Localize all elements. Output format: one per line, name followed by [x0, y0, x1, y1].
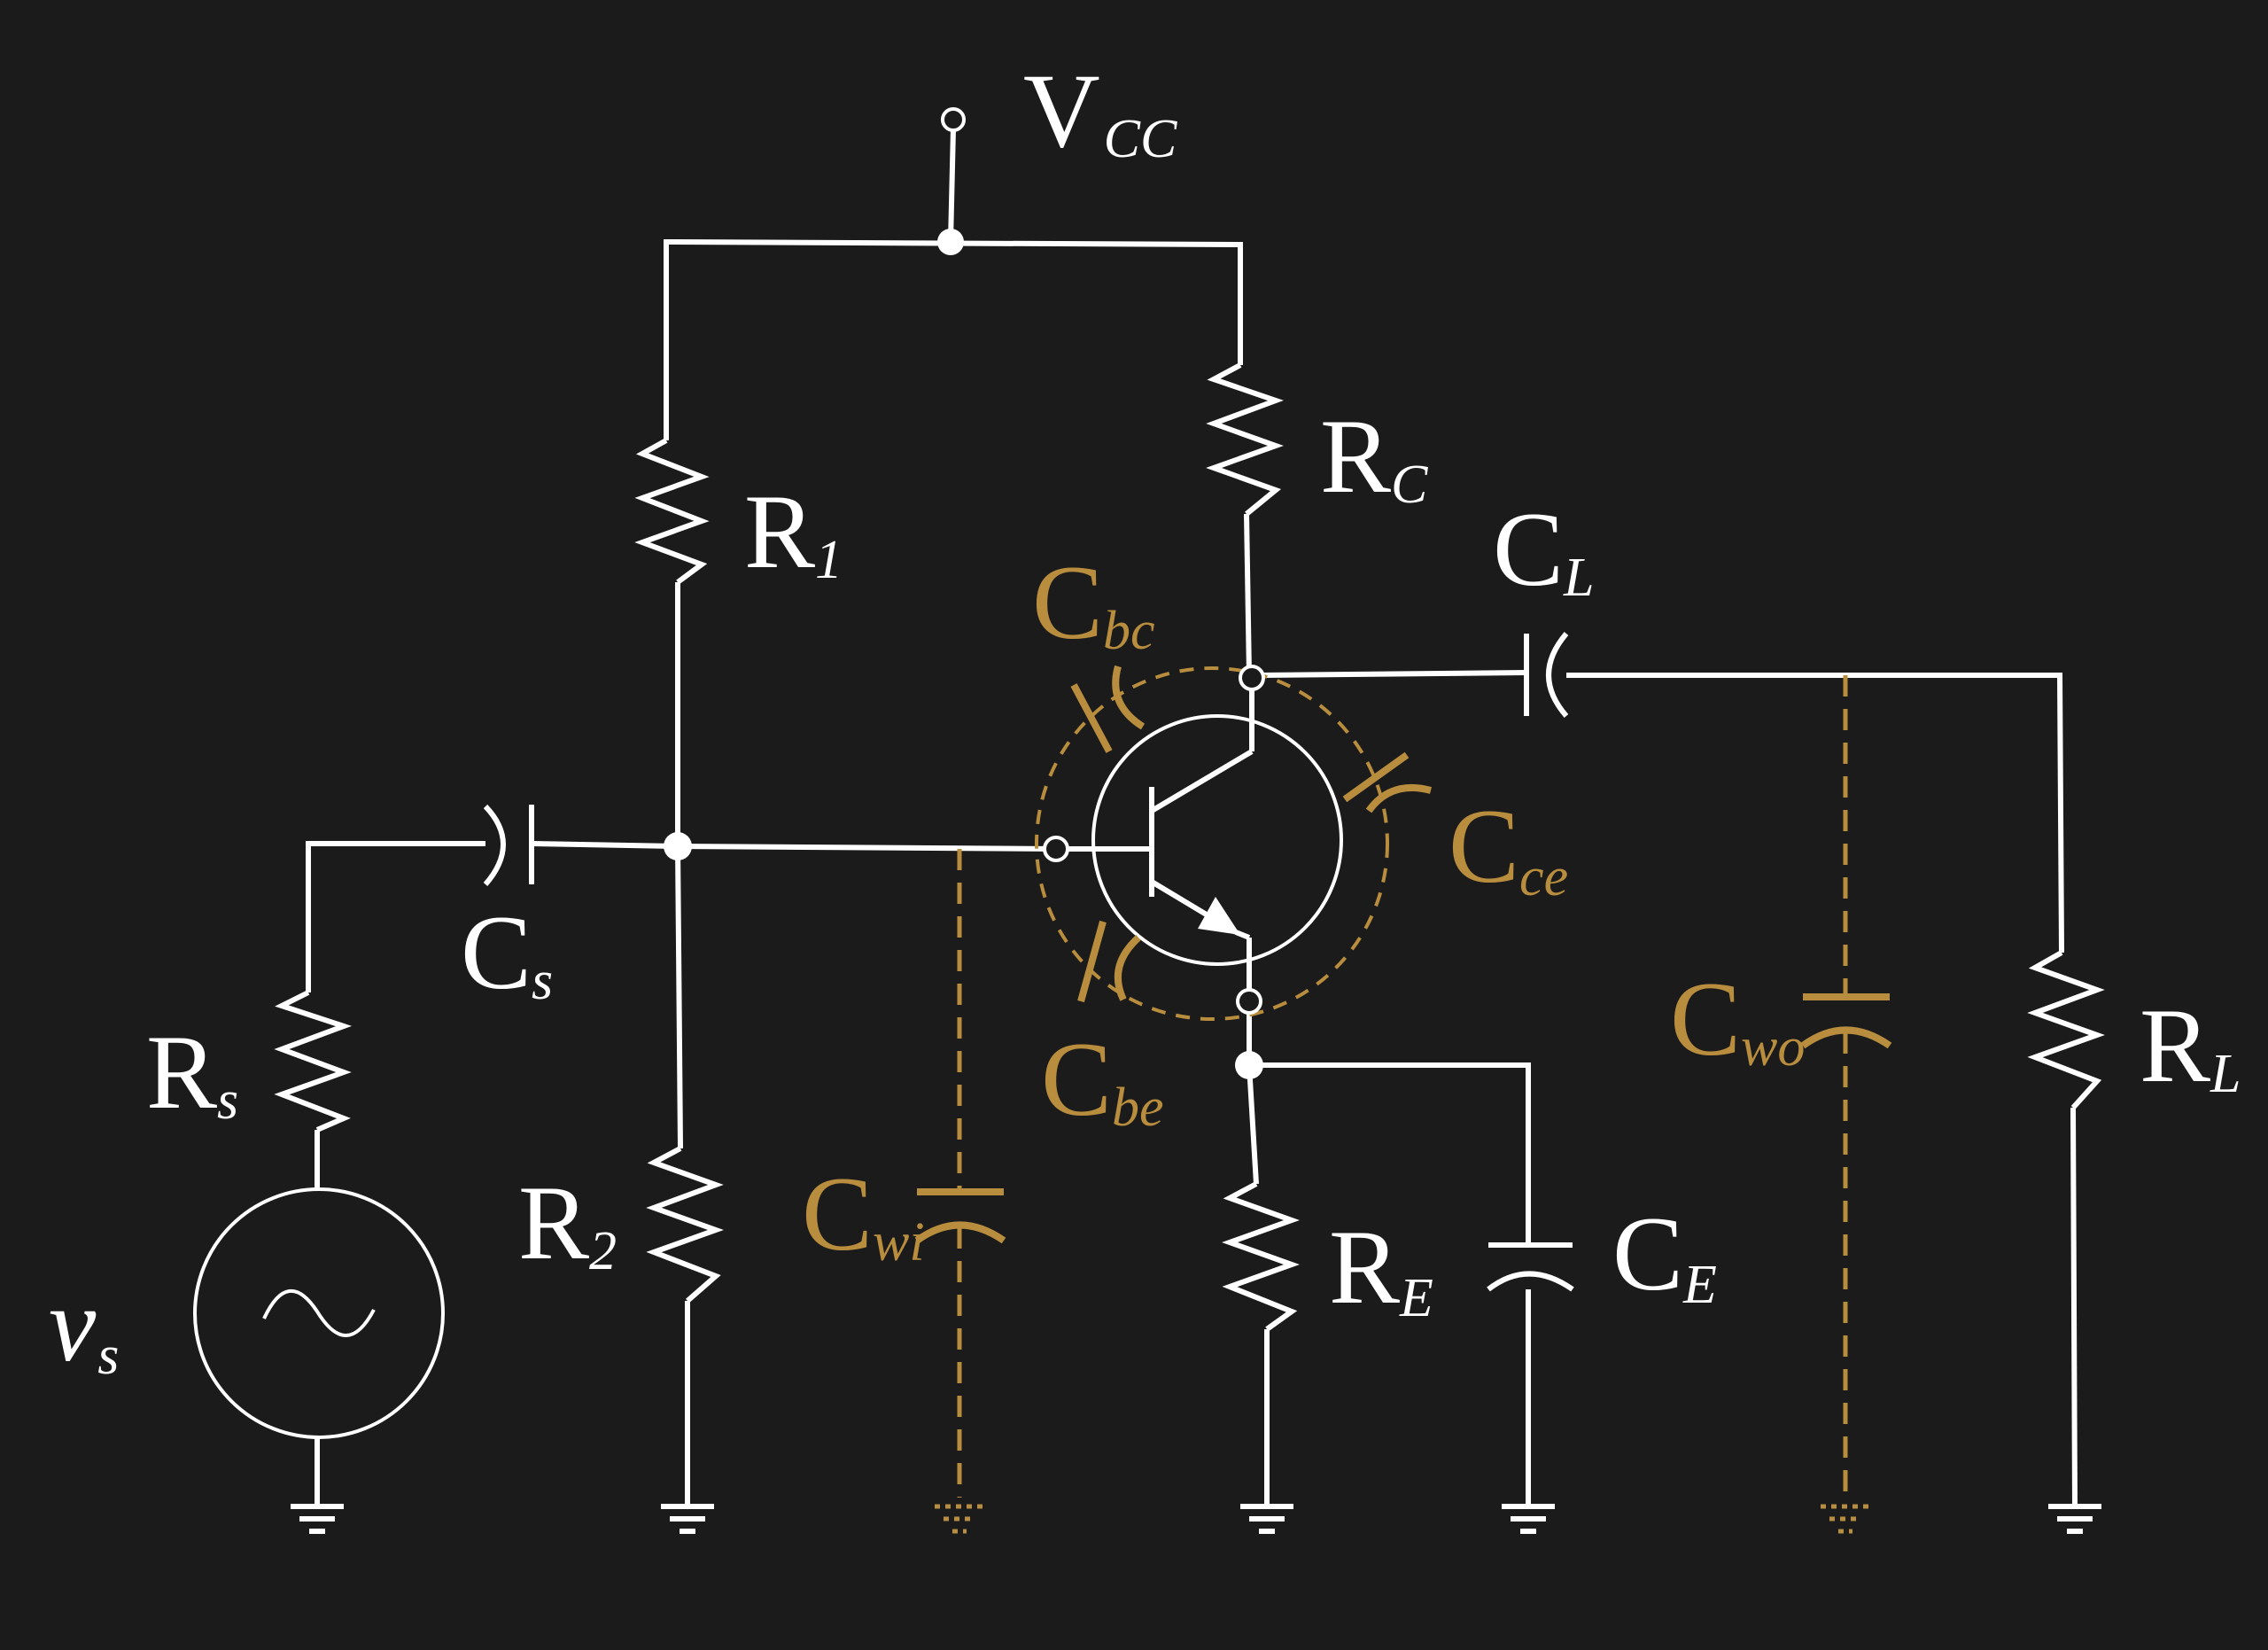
ground-icon	[291, 1504, 344, 1534]
collector-to-cl-wire	[1260, 670, 1527, 678]
cs-to-base-node-wire	[531, 841, 679, 849]
ac-voltage-source	[193, 1187, 445, 1439]
rc-to-collector-wire	[1244, 513, 1252, 676]
nodes	[664, 107, 1265, 1079]
label-cwi: Cwi	[802, 1155, 925, 1273]
emitter-to-ce-wire	[1249, 1062, 1531, 1245]
label-cce: Cce	[1449, 787, 1568, 907]
emitter-terminal	[1236, 988, 1262, 1015]
parasitic-cbc-flat-plate	[1070, 683, 1113, 753]
ground-icon	[661, 1504, 714, 1534]
label-cbe: Cbe	[1041, 1020, 1164, 1138]
label-r2: R2	[518, 1164, 617, 1281]
parasitic-cbe-curved-plate	[1114, 935, 1141, 1001]
bjt-transistor	[1068, 714, 1343, 966]
label-ce: CE	[1612, 1195, 1717, 1315]
parasitic-cbe-flat-plate	[1077, 920, 1107, 1003]
transistor-body-circle	[1091, 714, 1343, 966]
transistor-collector-arm	[1150, 749, 1254, 813]
cl-to-rl-wire	[1566, 673, 2064, 953]
capacitor-cl-curved-plate	[1546, 632, 1569, 718]
capacitor-cs-curved-plate	[483, 804, 506, 886]
label-vs: vs	[49, 1265, 119, 1386]
parasitic-cwo-curved-plate	[1800, 1026, 1892, 1049]
resistor-rc	[1206, 362, 1284, 517]
emitter-junction-dot	[1235, 1051, 1263, 1079]
label-vcc: VCC	[1023, 51, 1177, 169]
parasitic-boundary-circle	[1035, 666, 1389, 1021]
label-cs: Cs	[461, 893, 553, 1011]
transistor-emitter-arrow	[1198, 897, 1240, 935]
source-circle	[193, 1187, 445, 1439]
label-rl: RL	[2140, 986, 2241, 1104]
label-cbc: Cbc	[1032, 543, 1155, 661]
parasitic-cce-curved-plate	[1365, 784, 1433, 813]
parasitic-cwi-curved-plate	[914, 1221, 1006, 1244]
parasitic-cbc-curved-plate	[1112, 665, 1146, 730]
sine-wave-icon	[262, 1288, 376, 1337]
resistor-rl	[2027, 950, 2105, 1110]
resistor-rs	[274, 990, 353, 1132]
vcc-lead	[948, 128, 956, 243]
labels: VCC R1 RC CL Cbc Cce Cbe Cs Rs R2 Cwi RE…	[49, 51, 2241, 1386]
capacitors	[483, 632, 1574, 1292]
rl-to-ground-wire	[2070, 1107, 2078, 1507]
base-node-to-base-wire	[677, 844, 1057, 852]
transistor-emitter-lead	[1234, 930, 1251, 940]
resistor-r1	[634, 438, 710, 585]
wires	[306, 128, 2078, 1507]
resistors	[274, 362, 2105, 1332]
capacitor-ce-curved-plate	[1487, 1271, 1574, 1292]
base-to-r2-wire	[675, 845, 683, 1149]
vcc-rail	[664, 238, 1243, 440]
label-r1: R1	[744, 472, 843, 590]
grounds	[291, 1504, 2101, 1534]
resistor-r2	[646, 1146, 724, 1304]
dashed-ground-icon	[1821, 1504, 1870, 1534]
label-rc: RC	[1320, 397, 1428, 515]
resistor-re	[1222, 1181, 1300, 1332]
label-re: RE	[1329, 1208, 1433, 1328]
vcc-junction-dot	[937, 229, 964, 255]
ground-icon	[2048, 1504, 2101, 1534]
label-rs: Rs	[146, 1013, 238, 1131]
collector-terminal	[1239, 665, 1265, 691]
source-to-cs-wire	[306, 841, 485, 992]
label-cl: CL	[1493, 490, 1595, 608]
dashed-ground-icon	[935, 1504, 984, 1534]
label-cwo: Cwo	[1670, 960, 1805, 1078]
ground-icon	[1240, 1504, 1293, 1534]
vcc-terminal	[941, 107, 966, 132]
emitter-node-down-wire	[1247, 1012, 1259, 1185]
ground-icon	[1502, 1504, 1555, 1534]
base-junction-dot	[664, 832, 692, 860]
parasitic-cce-flat-plate	[1342, 751, 1410, 803]
parasitic-capacitors	[914, 665, 1892, 1498]
base-terminal	[1043, 836, 1069, 862]
